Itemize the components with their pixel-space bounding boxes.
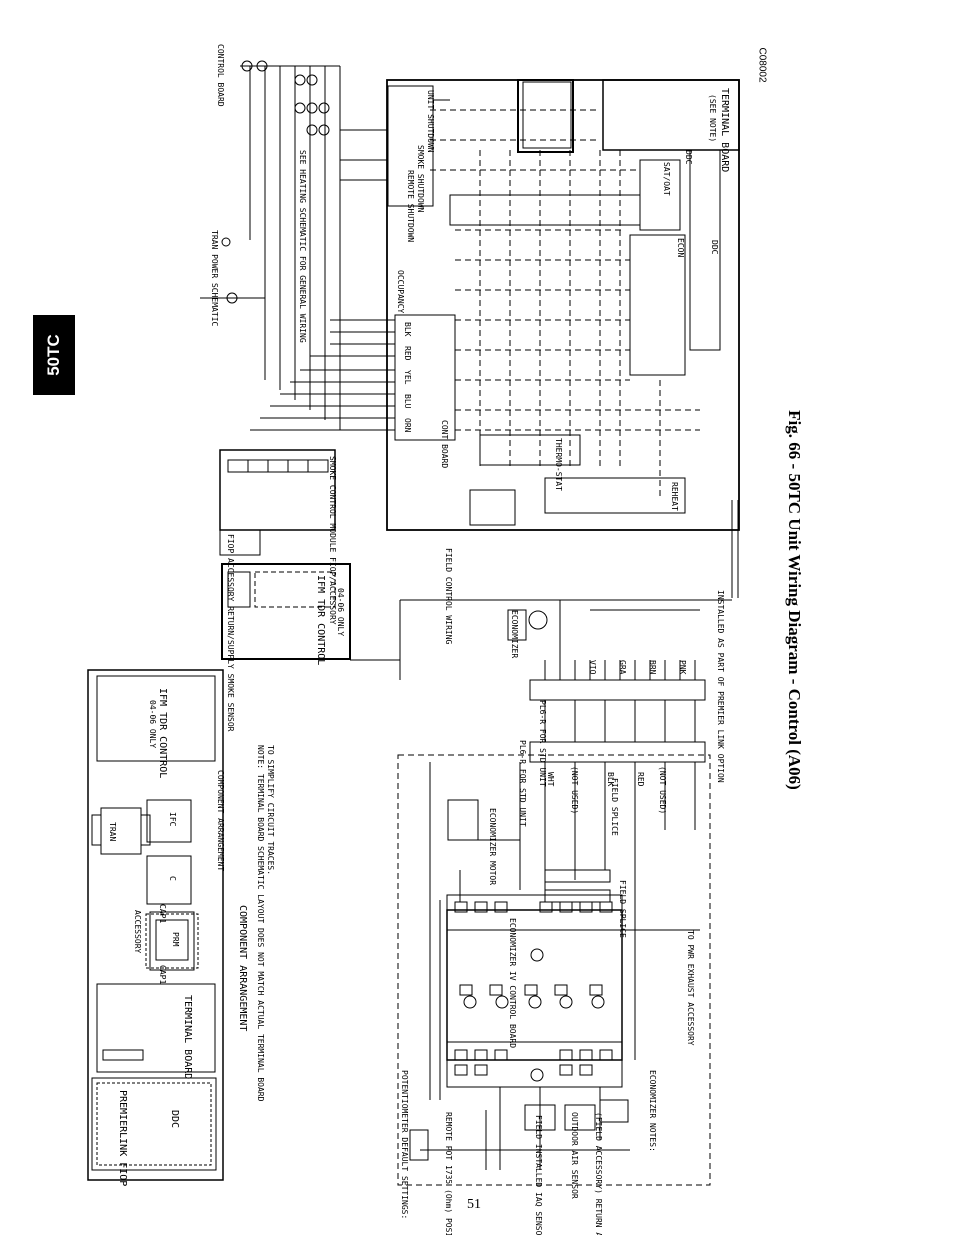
wire-label: VIO <box>588 660 597 675</box>
econ-pot-defaults: POTENTIOMETER DEFAULT SETTINGS: <box>400 1070 409 1219</box>
ca-subtitle: COMPONENT ARRANGEMENT <box>216 770 225 871</box>
sch-fiop-smoke-sensor: FIOP ACCESSORY RETURN/SUPPLY SMOKE SENSO… <box>226 534 235 732</box>
wire-label: WHT <box>546 772 555 787</box>
econ-to-pwr-exhaust: TO PWR EXHAUST ACCESSORY <box>686 930 695 1046</box>
component-arrangement-frame <box>87 669 224 1181</box>
sch-plug-std-top: PL6-R FOR STD UNIT <box>538 700 547 787</box>
sch-reheat: REHEAT <box>670 482 679 511</box>
sch-installed-as-part: INSTALLED AS PART OF PREMIER LINK OPTION <box>716 590 725 783</box>
econ-field-splice-mid: FIELD SPLICE <box>618 880 627 938</box>
wire-label: PNK <box>678 660 687 675</box>
ca-tran-label: TRAN <box>108 822 117 841</box>
sch-ifm-tdr-sub: 04-06 ONLY <box>336 588 345 636</box>
pl6-plug-bottom <box>529 741 706 763</box>
econ-return-air-sensor: (FIELD ACCESSORY) RETURN AIR SENSOR <box>594 1112 603 1235</box>
econ-not-used-1: (NOT USED) <box>570 766 579 814</box>
econ-field-splice-top: FIELD SPLICE <box>610 778 619 836</box>
contactor-box <box>146 855 192 905</box>
sch-ddc-right: DDC <box>710 240 719 255</box>
econ-motor-label: ECONOMIZER MOTOR <box>488 808 497 885</box>
sch-smoke-shutdown: SMOKE SHUTDOWN <box>416 145 425 213</box>
wire-label: BRN <box>648 660 657 675</box>
ca-ddc-label: DDC <box>169 1110 180 1128</box>
sch-ddc-top: DDC <box>684 150 693 165</box>
wire-label: BLK <box>403 322 412 337</box>
ca-c-label: C <box>168 876 177 881</box>
sch-econ: ECON <box>676 238 685 257</box>
wire-label: RED <box>636 772 645 787</box>
sch-control-board: CONTROL BOARD <box>216 44 225 107</box>
econ-remote-pot: REMOTE POT 1735 (Ohm) POSITION POT <box>444 1112 453 1235</box>
econ-notes-title: ECONOMIZER NOTES: <box>648 1070 657 1152</box>
ca-premierlink-label: PREMIERLINK FIOP <box>117 1090 128 1186</box>
sch-see-hvac: SEE HEATING SCHEMATIC FOR GENERAL WIRING <box>298 150 307 343</box>
wire-label: ORN <box>403 418 412 433</box>
ca-note-line1: NOTE: TERMINAL BOARD SCHEMATIC LAYOUT DO… <box>256 745 265 1102</box>
sch-sat-oat: SAT/OAT <box>662 162 671 196</box>
ca-accessory-label: ACCESSORY <box>133 910 142 954</box>
ifc-box <box>146 799 192 843</box>
sch-ifm-tdr-control: IFM TDR CONTROL <box>315 575 326 665</box>
ca-cap1-bottom: CAP1 <box>158 965 167 984</box>
economizer-motor <box>447 799 479 841</box>
sch-plug-std-bottom: PL6-R FOR STD UNIT <box>518 740 527 827</box>
ca-title: COMPONENT ARRANGEMENT <box>237 905 248 1031</box>
prm-box <box>149 911 195 971</box>
ca-ifc-label: IFC <box>168 812 177 827</box>
sch-cont-board: CONT BOARD <box>440 420 449 468</box>
tran-box <box>100 807 142 855</box>
econ-iv-board-label: ECONOMIZER IV CONTROL BOARD <box>508 918 517 1048</box>
ca-terminal-board-label: TERMINAL BOARD <box>182 995 193 1079</box>
sch-tran-power: TRAN POWER SCHEMATIC <box>210 230 219 327</box>
economizer-control-board <box>446 909 623 1061</box>
page-number: 51 <box>467 1197 481 1212</box>
sch-terminal-board: TERMINAL BOARD <box>719 88 730 172</box>
ifm-tdr-control-schematic <box>221 563 351 660</box>
smoke-control-module <box>219 449 336 531</box>
wire-label: BLU <box>403 394 412 409</box>
wire-label: GRA <box>618 660 627 675</box>
ca-ifm-tdr-label: IFM TDR CONTROL <box>157 688 168 778</box>
ca-prm-label: PRM <box>171 932 180 947</box>
sch-occupancy: OCCUPANCY <box>396 270 405 314</box>
terminal-board-box <box>96 983 216 1073</box>
sch-economizer: ECONOMIZER <box>510 610 519 658</box>
wire-label: YEL <box>403 370 412 385</box>
sch-thermostat: THERMO-STAT <box>554 438 563 491</box>
ca-note-line2: TO SIMPLIFY CIRCUIT TRACES. <box>266 745 275 875</box>
econ-not-used-2: (NOT USED) <box>658 766 667 814</box>
ddc-box <box>91 1077 217 1171</box>
sch-smoke-control-module: SMOKE CONTROL MODULE FIOP/ACCESSORY <box>328 456 337 625</box>
ifm-tdr-box <box>96 675 216 762</box>
section-tab: 50TC <box>33 315 75 395</box>
economizer-section <box>397 754 711 1186</box>
ca-ifm-tdr-sub: 04-06 ONLY <box>148 700 157 748</box>
econ-field-installed-iaq: FIELD INSTALLED IAQ SENSOR <box>534 1115 543 1235</box>
wire-label: BLK <box>606 772 615 787</box>
sch-remote-shutdown: REMOTE SHUTDOWN <box>406 170 415 242</box>
sch-see-note: (SEE NOTE) <box>708 94 717 142</box>
sch-field-control-wiring: FIELD CONTROL WIRING <box>444 548 453 645</box>
sch-unit-shutdown: UNIT SHUTDOWN <box>426 90 435 153</box>
pl6-plug-top <box>529 679 706 701</box>
wire-label: RED <box>403 346 412 361</box>
ca-cap1-top: CAP1 <box>158 904 167 923</box>
econ-outdoor-air-sensor: OUTDOOR AIR SENSOR <box>570 1112 579 1199</box>
